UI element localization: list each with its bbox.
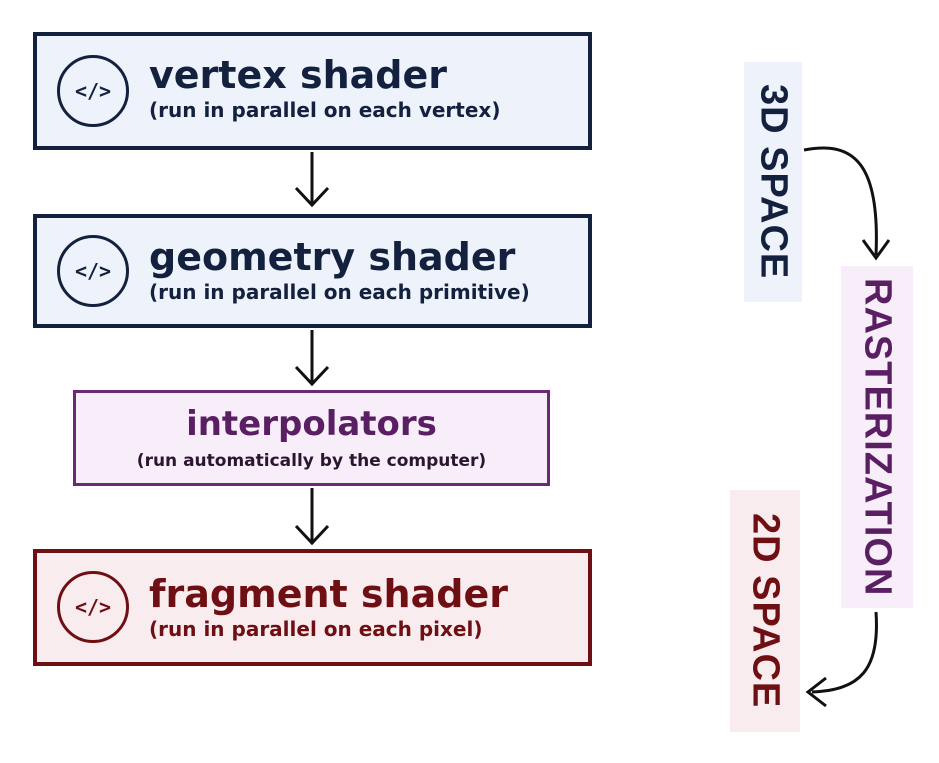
rasterization-label: RASTERIZATION bbox=[841, 266, 913, 608]
geometry-shader-subtitle: (run in parallel on each primitive) bbox=[149, 280, 530, 304]
arrow-geometry-to-interpolators bbox=[294, 330, 330, 387]
arrow-rasterization-to-2d bbox=[805, 611, 878, 708]
fragment-shader-subtitle: (run in parallel on each pixel) bbox=[149, 617, 483, 641]
2d-space-label: 2D SPACE bbox=[730, 490, 800, 732]
fragment-shader-box: </> fragment shader (run in parallel on … bbox=[33, 549, 592, 666]
geometry-shader-title: geometry shader bbox=[149, 235, 516, 279]
vertex-shader-title: vertex shader bbox=[149, 53, 447, 97]
code-icon: </> bbox=[57, 55, 129, 127]
interpolators-box: interpolators (run automatically by the … bbox=[73, 390, 550, 486]
fragment-shader-title: fragment shader bbox=[149, 572, 508, 616]
arrow-vertex-to-geometry bbox=[294, 152, 330, 208]
vertex-shader-subtitle: (run in parallel on each vertex) bbox=[149, 98, 501, 122]
geometry-shader-box: </> geometry shader (run in parallel on … bbox=[33, 214, 592, 328]
code-icon: </> bbox=[57, 235, 129, 307]
interpolators-subtitle: (run automatically by the computer) bbox=[136, 451, 487, 471]
code-icon: </> bbox=[57, 571, 129, 643]
arrow-3d-to-rasterization bbox=[803, 146, 891, 261]
arrow-interpolators-to-fragment bbox=[294, 488, 330, 546]
3d-space-label: 3D SPACE bbox=[744, 62, 802, 302]
interpolators-title: interpolators bbox=[186, 404, 437, 444]
vertex-shader-box: </> vertex shader (run in parallel on ea… bbox=[33, 32, 592, 150]
